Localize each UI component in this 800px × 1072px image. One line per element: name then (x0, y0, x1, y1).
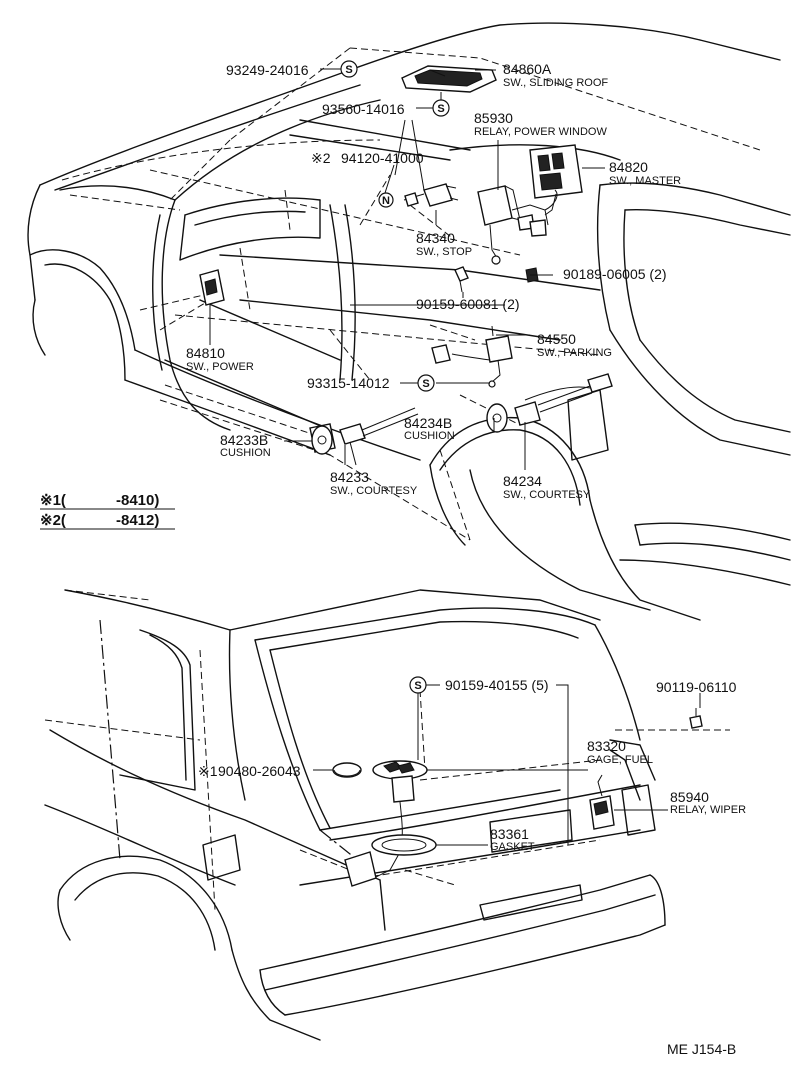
bolt-90119 (689, 708, 703, 729)
label-90159b: 90159-40155 (5) (445, 677, 549, 693)
label-84860a: 84860A SW., SLIDING ROOF (503, 61, 608, 89)
svg-text:93249-24016: 93249-24016 (226, 62, 309, 78)
svg-text:RELAY, POWER WINDOW: RELAY, POWER WINDOW (474, 126, 607, 138)
leader-lines-top (209, 68, 605, 470)
svg-text:83320: 83320 (587, 738, 626, 754)
plug-90480 (332, 762, 362, 778)
svg-text:GASKET: GASKET (490, 841, 535, 853)
label-93315: 93315-14012 (307, 375, 390, 391)
sliding-roof-switch (401, 65, 497, 93)
n-marker: N (382, 195, 390, 207)
note-1-mark: ※1( (40, 492, 66, 509)
label-84820: 84820 SW., MASTER (609, 159, 681, 187)
svg-text:SW., PARKING: SW., PARKING (537, 347, 612, 359)
svg-text:ME J154-B: ME J154-B (667, 1041, 736, 1057)
svg-text:SW., SLIDING ROOF: SW., SLIDING ROOF (503, 77, 608, 89)
courtesy-switch-right (486, 373, 613, 433)
svg-text:※2: ※2 (311, 150, 331, 166)
master-switch (529, 144, 583, 216)
label-84340: 84340 SW., STOP (416, 230, 472, 258)
svg-text:SW., COURTESY: SW., COURTESY (503, 489, 591, 501)
svg-text:84234B: 84234B (404, 415, 452, 431)
note-1-range: -8410) (116, 492, 159, 509)
svg-text:84820: 84820 (609, 159, 648, 175)
label-84550: 84550 SW., PARKING (537, 331, 612, 359)
svg-text:93315-14012: 93315-14012 (307, 375, 390, 391)
label-84233b: 84233B CUSHION (220, 432, 271, 459)
svg-text:SW., COURTESY: SW., COURTESY (330, 485, 418, 497)
gasket (371, 834, 437, 856)
svg-text:84550: 84550 (537, 331, 576, 347)
stop-switch: N (378, 183, 459, 208)
svg-text:94120-41000: 94120-41000 (341, 150, 424, 166)
footer-code: ME J154-B (667, 1041, 736, 1057)
svg-text:84810: 84810 (186, 345, 225, 361)
svg-text:SW., MASTER: SW., MASTER (609, 175, 681, 187)
power-switch (199, 269, 225, 306)
s-marker-93560: S (432, 99, 450, 117)
label-84234b: 84234B CUSHION (404, 415, 455, 442)
svg-text:S: S (422, 378, 429, 390)
svg-text:90119-06110: 90119-06110 (656, 679, 737, 695)
wiper-relay (589, 774, 615, 830)
svg-text:84233: 84233 (330, 469, 369, 485)
label-85940: 85940 RELAY, WIPER (670, 789, 746, 816)
svg-text:84860A: 84860A (503, 61, 552, 77)
svg-text:RELAY, WIPER: RELAY, WIPER (670, 804, 746, 816)
note-2-mark: ※2( (40, 512, 66, 529)
svg-text:84340: 84340 (416, 230, 455, 246)
s-marker-93315: S (417, 374, 435, 392)
fuel-gage (344, 760, 428, 887)
label-85930: 85930 RELAY, POWER WINDOW (474, 110, 607, 138)
label-84810: 84810 SW., POWER (186, 345, 254, 373)
clip-90159 (454, 266, 469, 293)
svg-text:85940: 85940 (670, 789, 709, 805)
svg-text:S: S (414, 680, 421, 692)
leader-lines-bottom (313, 684, 701, 846)
label-83361: 83361 GASKET (490, 826, 535, 853)
top-vehicle-dashed-lines (61, 47, 761, 541)
bottom-vehicle-outline (44, 589, 666, 1041)
svg-text:83361: 83361 (490, 826, 529, 842)
note-2-range: -8412) (116, 512, 159, 529)
bottom-vehicle-dashed-lines (44, 589, 730, 911)
svg-text:※1: ※1 (198, 763, 218, 779)
label-84233: 84233 SW., COURTESY (330, 469, 418, 497)
svg-text:90480-26043: 90480-26043 (218, 763, 301, 779)
svg-text:84233B: 84233B (220, 432, 268, 448)
label-90159a: 90159-60081 (2) (416, 296, 520, 312)
label-93249: 93249-24016 (226, 62, 309, 78)
svg-text:90189-06005 (2): 90189-06005 (2) (563, 266, 667, 282)
courtesy-switch-left (309, 407, 419, 455)
svg-text:S: S (345, 64, 352, 76)
svg-text:SW., STOP: SW., STOP (416, 246, 472, 258)
svg-text:90159-40155 (5): 90159-40155 (5) (445, 677, 549, 693)
svg-text:SW., POWER: SW., POWER (186, 361, 254, 373)
s-marker-90159b: S (409, 676, 427, 694)
label-93560: 93560-14016 (322, 101, 405, 117)
svg-text:CUSHION: CUSHION (220, 447, 271, 459)
parking-switch (431, 325, 513, 388)
label-90480: ※1 90480-26043 (198, 763, 301, 779)
s-marker-93249: S (340, 60, 358, 78)
svg-text:84234: 84234 (503, 473, 542, 489)
label-90119: 90119-06110 (656, 679, 737, 695)
svg-text:S: S (437, 103, 444, 115)
svg-text:90159-60081 (2): 90159-60081 (2) (416, 296, 520, 312)
svg-text:85930: 85930 (474, 110, 513, 126)
svg-text:93560-14016: 93560-14016 (322, 101, 405, 117)
label-94120: ※2 94120-41000 (311, 150, 424, 166)
label-83320: 83320 GAGE, FUEL (587, 738, 653, 766)
notes: ※1( -8410) ※2( -8412) (40, 492, 175, 530)
label-84234: 84234 SW., COURTESY (503, 473, 591, 501)
svg-text:CUSHION: CUSHION (404, 430, 455, 442)
power-window-relay (477, 185, 558, 265)
svg-text:GAGE, FUEL: GAGE, FUEL (587, 754, 653, 766)
label-90189: 90189-06005 (2) (563, 266, 667, 282)
top-vehicle-outline (27, 22, 791, 621)
